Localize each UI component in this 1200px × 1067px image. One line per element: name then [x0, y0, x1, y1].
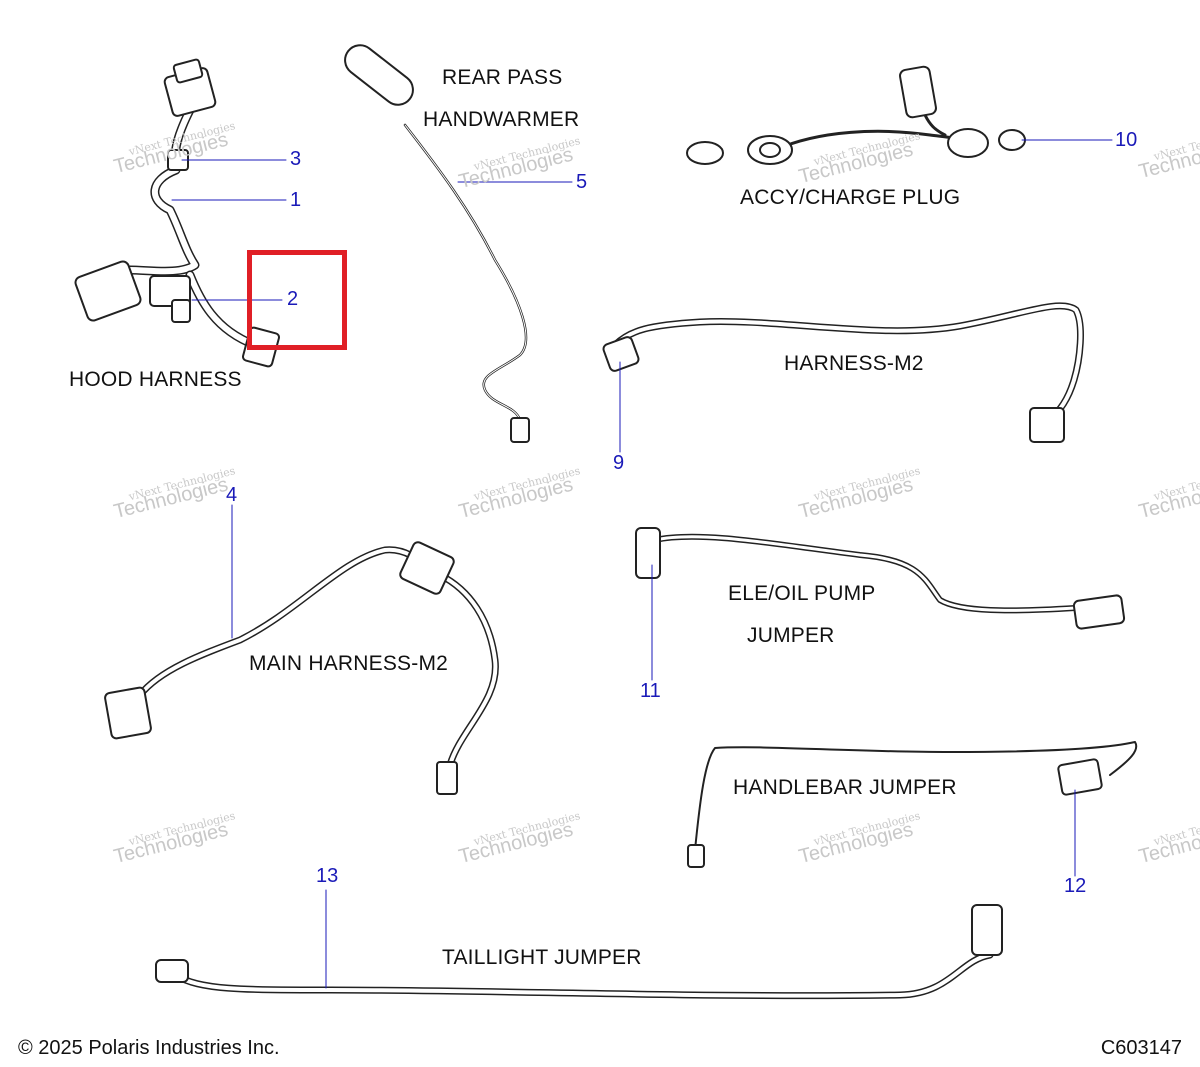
callout-3: 3: [290, 148, 302, 170]
taillight-jumper-part: [155, 904, 1003, 1000]
ele-oil-pump-jumper-part: [635, 527, 1126, 630]
label-ele-oil-pump: ELE/OIL PUMP: [728, 582, 876, 605]
label-main-harness-m2: MAIN HARNESS-M2: [249, 652, 449, 675]
label-accy-charge-plug: ACCY/CHARGE PLUG: [740, 186, 961, 209]
highlight-box: [247, 250, 347, 350]
label-harness-m2: HARNESS-M2: [784, 352, 924, 375]
diagram-code: C603147: [1100, 1037, 1182, 1059]
label-rear-pass: REAR PASS: [442, 66, 563, 89]
callout-leaders: [171, 139, 1113, 989]
callout-5: 5: [576, 171, 588, 193]
label-jumper: JUMPER: [747, 624, 835, 647]
callout-13: 13: [316, 865, 339, 887]
hood-harness-part: [74, 58, 280, 368]
callout-10: 10: [1115, 129, 1138, 151]
callout-12: 12: [1064, 875, 1087, 897]
label-hood-harness: HOOD HARNESS: [69, 368, 242, 391]
label-taillight-jumper: TAILLIGHT JUMPER: [442, 946, 642, 969]
label-handlebar-jumper: HANDLEBAR JUMPER: [733, 776, 957, 799]
main-harness-m2-part: [104, 541, 499, 795]
callout-1: 1: [290, 189, 302, 211]
copyright-notice: © 2025 Polaris Industries Inc.: [18, 1037, 280, 1059]
handlebar-jumper-part: [687, 741, 1138, 868]
accy-charge-plug-part: [686, 65, 1026, 165]
callout-2: 2: [287, 288, 299, 310]
callout-4: 4: [226, 484, 238, 506]
callout-9: 9: [613, 452, 625, 474]
callout-11: 11: [640, 680, 661, 702]
label-handwarmer: HANDWARMER: [423, 108, 580, 131]
harness-m2-part: [602, 302, 1084, 443]
handwarmer-part: [344, 44, 530, 443]
